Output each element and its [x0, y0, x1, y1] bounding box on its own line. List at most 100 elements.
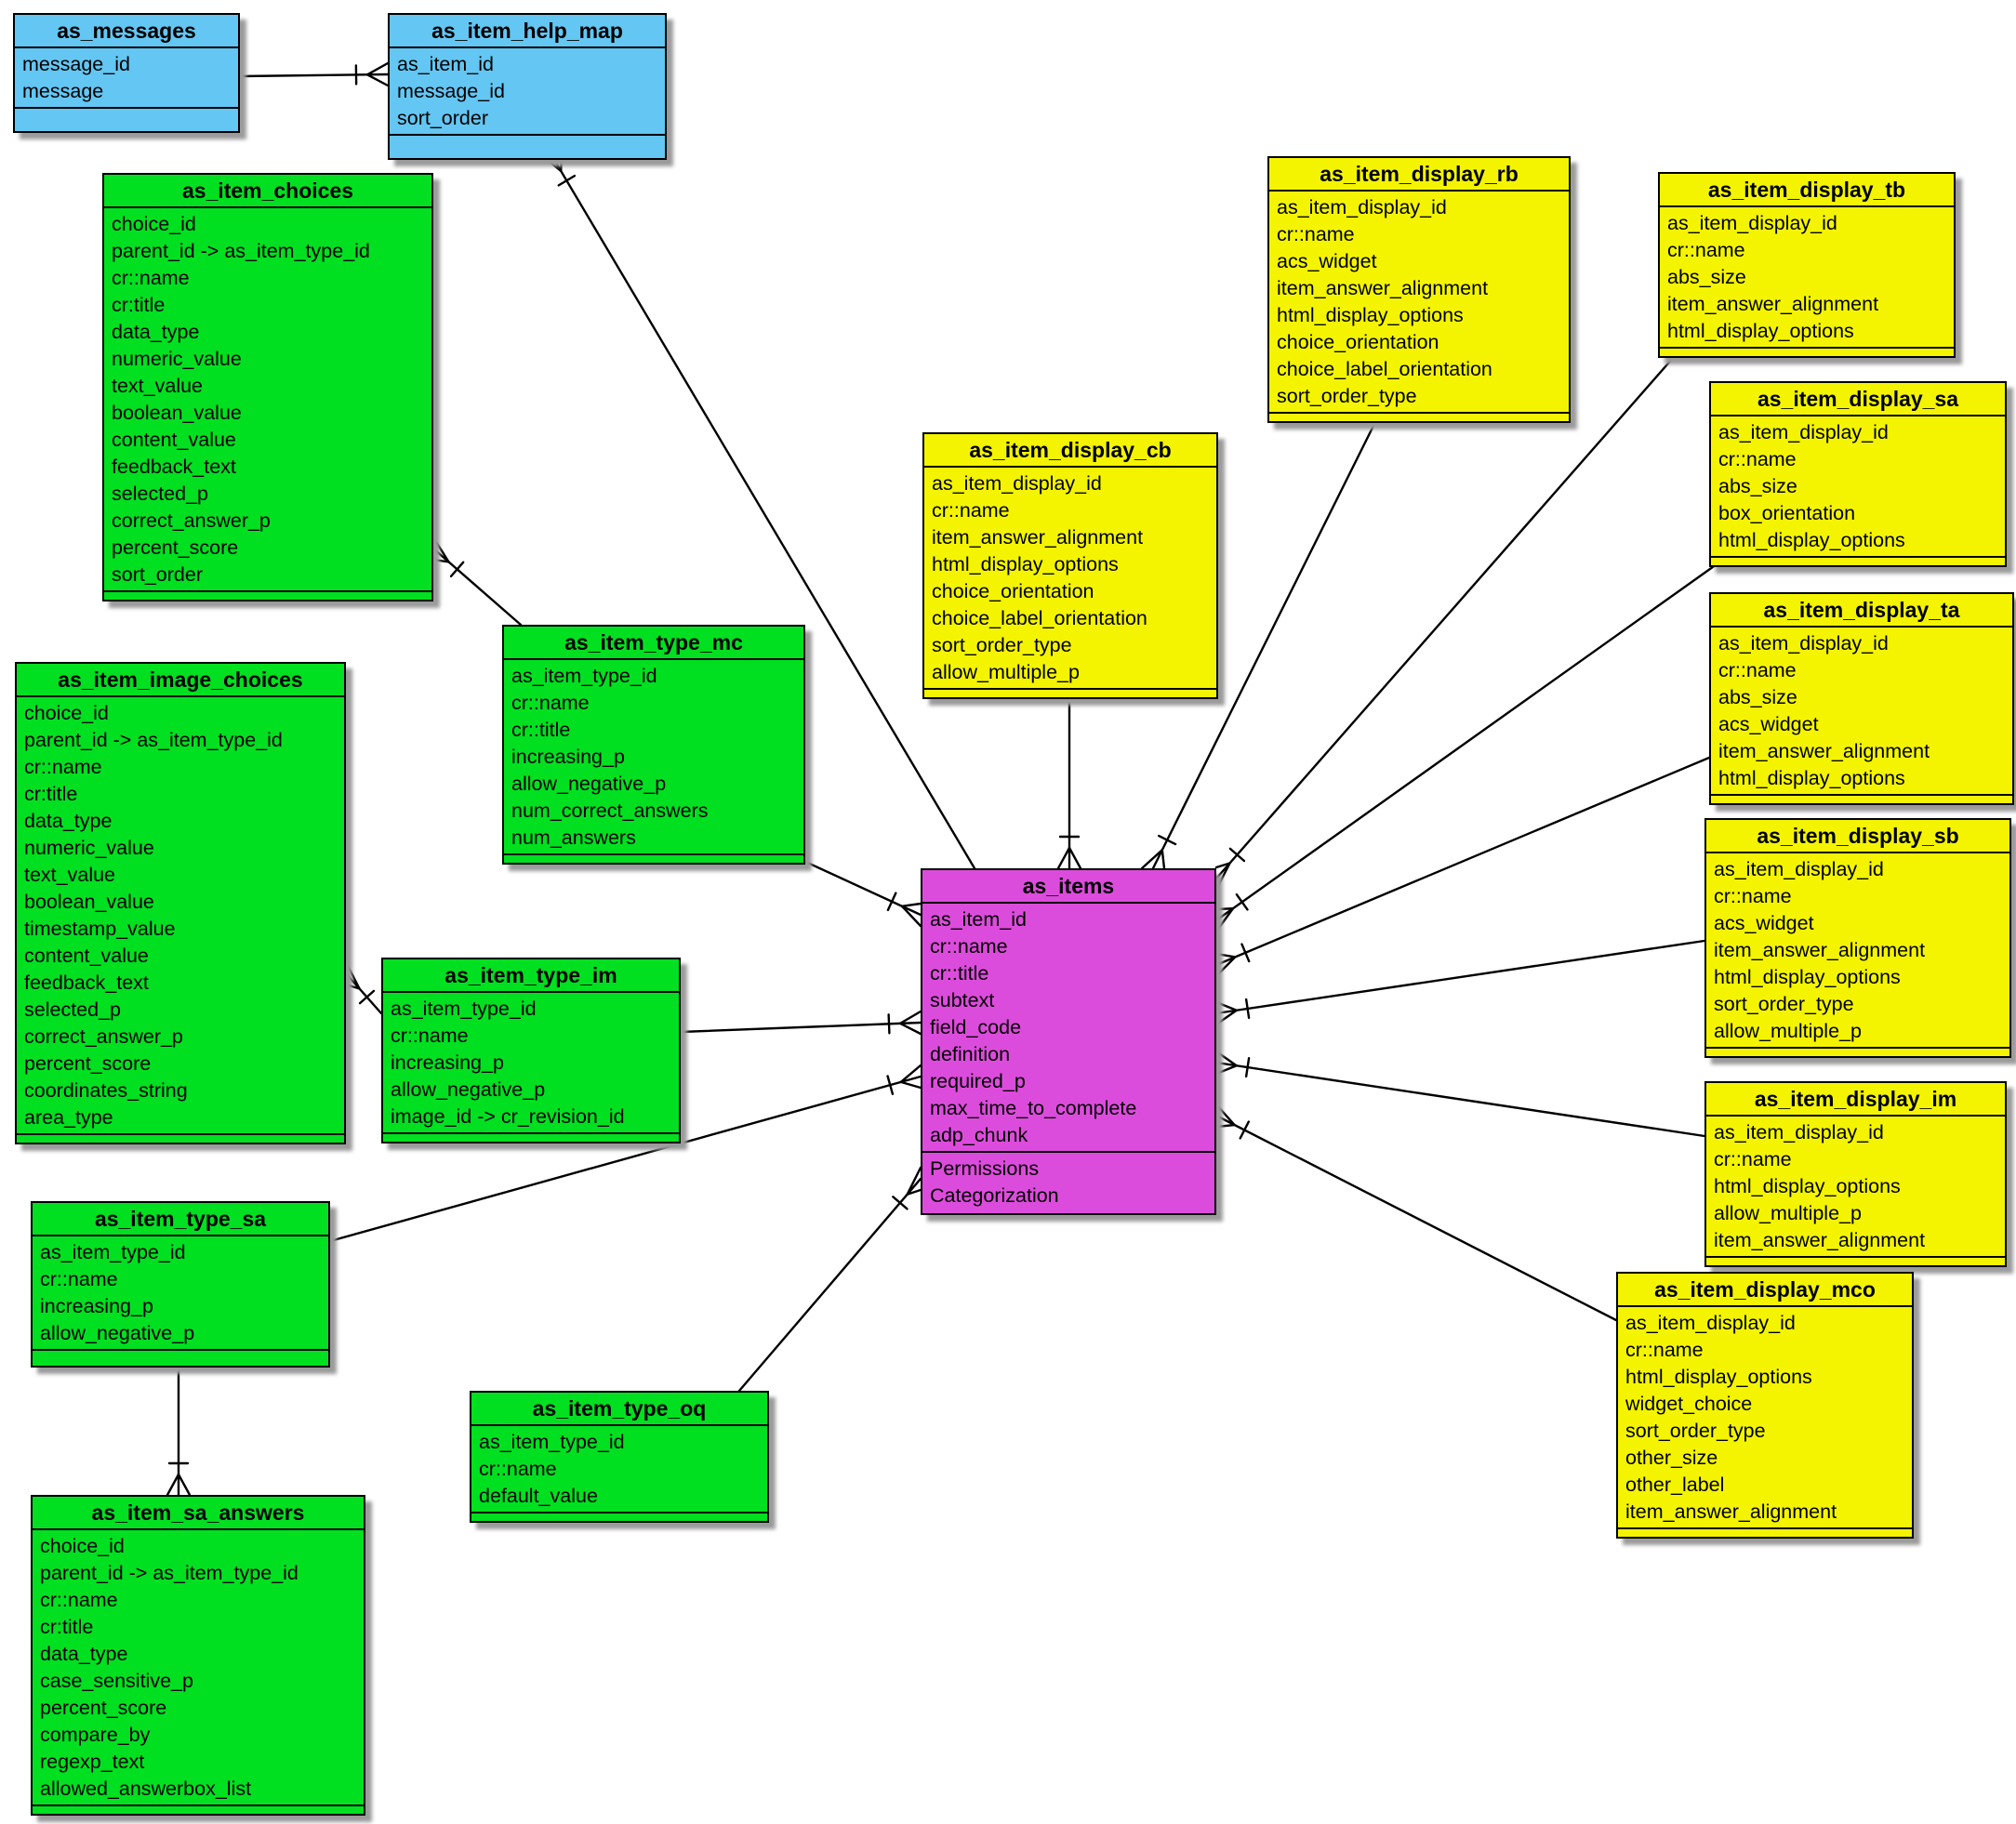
field-row: as_item_display_id [1714, 1121, 1884, 1143]
field-row: cr::name [1667, 239, 1745, 261]
field-row: allow_multiple_p [1714, 1202, 1862, 1224]
table-footer [383, 1132, 679, 1142]
table-title: as_item_display_sa [1711, 383, 2005, 416]
field-row: cr::name [511, 692, 590, 714]
connector-as_item_type_sa-as_items [328, 1064, 922, 1243]
table-title: as_messages [15, 15, 238, 48]
table-title: as_item_display_tb [1660, 174, 1954, 207]
field-row: box_orientation [1718, 502, 1856, 524]
field-row: acs_widget [1277, 250, 1377, 272]
table-footer [1711, 556, 2005, 565]
table-title: as_items [922, 870, 1214, 904]
table-title: as_item_display_rb [1269, 158, 1569, 192]
field-row: cr::name [391, 1024, 469, 1047]
field-row: content_value [112, 429, 236, 451]
field-row: cr::name [930, 935, 1008, 958]
field-row: acs_widget [1718, 713, 1819, 735]
field-row: numeric_value [112, 348, 242, 370]
field-row: widget_choice [1625, 1393, 1753, 1415]
field-row: text_value [24, 864, 116, 886]
field-row: allowed_answerbox_list [40, 1778, 252, 1800]
field-row: item_answer_alignment [1714, 939, 1926, 961]
field-row: cr::name [1625, 1339, 1704, 1361]
table-title: as_item_display_ta [1711, 594, 2012, 628]
field-row: item_answer_alignment [1667, 293, 1879, 315]
table-footer [390, 134, 665, 158]
field-row: choice_orientation [1277, 331, 1439, 353]
table-footer [1711, 794, 2012, 803]
connector-as_item_type_mc-as_item_choices [431, 535, 523, 627]
field-row: sort_order_type [1714, 993, 1854, 1015]
table-title: as_item_type_im [383, 959, 679, 993]
field-row: subtext [930, 989, 995, 1011]
field-row: cr::title [930, 962, 989, 985]
field-row: percent_score [24, 1052, 152, 1075]
field-row: as_item_display_id [1718, 421, 1889, 443]
field-row: text_value [112, 375, 204, 397]
field-row: field_code [930, 1016, 1022, 1038]
field-row: as_item_type_id [40, 1241, 186, 1263]
field-row: percent_score [40, 1697, 167, 1719]
field-row: allow_negative_p [511, 773, 667, 795]
table-footer [504, 853, 803, 863]
field-row: cr::title [511, 719, 571, 741]
table-footer [15, 107, 238, 131]
field-row: choice_label_orientation [1277, 358, 1492, 380]
field-row: cr::name [1714, 1148, 1792, 1170]
field-row: max_time_to_complete [930, 1097, 1137, 1119]
field-row: abs_size [1718, 686, 1797, 708]
field-row: as_item_type_id [511, 665, 657, 687]
field-row: choice_id [40, 1535, 125, 1557]
field-row: item_answer_alignment [1625, 1500, 1837, 1523]
field-row: as_item_display_id [932, 472, 1102, 495]
field-row: as_item_display_id [1625, 1312, 1796, 1334]
field-row: as_item_type_id [479, 1431, 625, 1453]
field-row: parent_id -> as_item_type_id [40, 1562, 298, 1584]
field-row: choice_id [24, 702, 109, 724]
field-row: percent_score [112, 536, 239, 559]
field-row: message_id [397, 80, 505, 102]
table-footer [1269, 412, 1569, 421]
field-row: other_size [1625, 1447, 1718, 1469]
field-row: numeric_value [24, 837, 154, 859]
field-row: increasing_p [511, 746, 625, 768]
connector-as_item_display_sb-as_items [1214, 939, 1706, 1026]
field-row: message_id [22, 53, 130, 75]
field-row: area_type [24, 1106, 113, 1129]
connector-as_messages-as_item_help_map [238, 61, 390, 87]
field-row: cr::name [1714, 885, 1792, 907]
field-row: html_display_options [1718, 767, 1905, 789]
field-row: html_display_options [1718, 529, 1905, 551]
footer-row: Categorization [930, 1184, 1059, 1207]
connector-as_item_type_oq-as_items [737, 1166, 922, 1393]
field-row: correct_answer_p [112, 509, 271, 532]
field-row: choice_id [112, 213, 196, 235]
